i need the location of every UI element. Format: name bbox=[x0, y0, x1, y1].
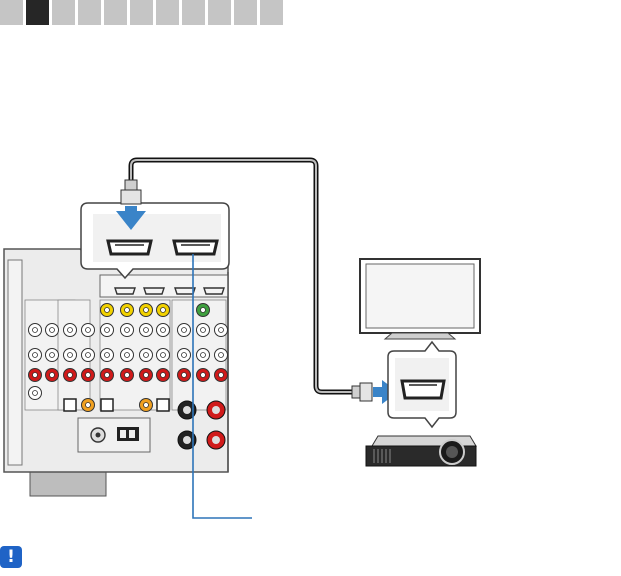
av-receiver bbox=[4, 249, 228, 496]
hdmi-out-2-port bbox=[174, 241, 217, 254]
hdmi-out-1-port bbox=[108, 241, 151, 254]
optical-jack bbox=[64, 399, 76, 411]
antenna-panel bbox=[78, 418, 150, 452]
hdmi-in-port bbox=[402, 381, 444, 398]
caution-icon: ! bbox=[0, 546, 22, 568]
optical-jack bbox=[157, 399, 169, 411]
tv bbox=[360, 259, 480, 339]
hdmi-plug-projector bbox=[352, 383, 372, 401]
hdmi-out-callout bbox=[81, 203, 229, 278]
hdmi-in-callout bbox=[388, 342, 456, 427]
tv-stand bbox=[385, 333, 455, 339]
optical-jack bbox=[101, 399, 113, 411]
projector bbox=[366, 436, 476, 466]
receiver-side-panel bbox=[8, 260, 22, 465]
tv-screen bbox=[366, 264, 474, 328]
hdmi-plug-receiver bbox=[121, 180, 141, 204]
